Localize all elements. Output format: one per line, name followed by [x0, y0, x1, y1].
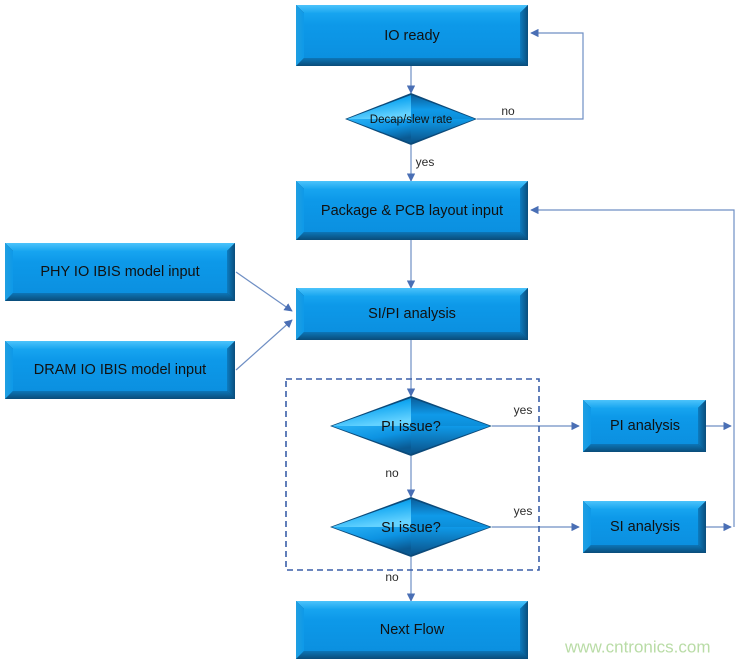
node-dram-io-ibis-model-input[interactable]: DRAM IO IBIS model input — [5, 341, 235, 399]
node-decap-slew-rate[interactable]: Decap/slew rate — [345, 93, 477, 145]
node-label-si-pi-analysis: SI/PI analysis — [368, 306, 456, 322]
edge-label-si-issue-yes: yes — [514, 504, 533, 518]
node-label-io-ready: IO ready — [384, 28, 440, 44]
node-label-si-issue: SI issue? — [381, 520, 441, 536]
edge-label-si-issue-no: no — [385, 570, 399, 584]
node-si-analysis[interactable]: SI analysis — [583, 501, 706, 553]
node-label-dram-io-ibis-model-input: DRAM IO IBIS model input — [34, 362, 206, 378]
node-pi-analysis[interactable]: PI analysis — [583, 400, 706, 452]
node-package-pcb-layout-input[interactable]: Package & PCB layout input — [296, 181, 528, 240]
decision-group-dashed-box — [285, 378, 540, 571]
edge-phy-model-to-sipi — [235, 271, 293, 312]
node-si-issue[interactable]: SI issue? — [330, 497, 492, 557]
edge-label-decap-no: no — [501, 104, 515, 118]
node-next-flow[interactable]: Next Flow — [296, 601, 528, 659]
node-label-pi-analysis: PI analysis — [610, 418, 680, 434]
connector-layer — [235, 28, 735, 602]
node-pi-issue[interactable]: PI issue? — [330, 396, 492, 456]
node-phy-io-ibis-model-input[interactable]: PHY IO IBIS model input — [5, 243, 235, 301]
node-label-next-flow: Next Flow — [380, 622, 445, 638]
node-si-pi-analysis[interactable]: SI/PI analysis — [296, 288, 528, 340]
edge-label-decap-yes: yes — [416, 155, 435, 169]
node-label-si-analysis: SI analysis — [610, 519, 680, 535]
edge-label-pi-issue-no: no — [385, 466, 399, 480]
edge-label-layer: no yes yes no yes no — [385, 104, 532, 584]
node-label-package-pcb-layout-input: Package & PCB layout input — [321, 203, 503, 219]
node-io-ready[interactable]: IO ready — [296, 5, 528, 66]
node-label-decap-slew-rate: Decap/slew rate — [370, 114, 452, 126]
edge-decap-no-loop — [477, 28, 584, 120]
node-label-pi-issue: PI issue? — [381, 419, 441, 435]
edge-label-pi-issue-yes: yes — [514, 403, 533, 417]
node-label-phy-io-ibis-model-input: PHY IO IBIS model input — [40, 264, 199, 280]
watermark-label: www.cntronics.com — [564, 637, 710, 656]
edge-dram-model-to-sipi — [235, 319, 293, 371]
edge-return-rail-to-package — [530, 205, 735, 527]
